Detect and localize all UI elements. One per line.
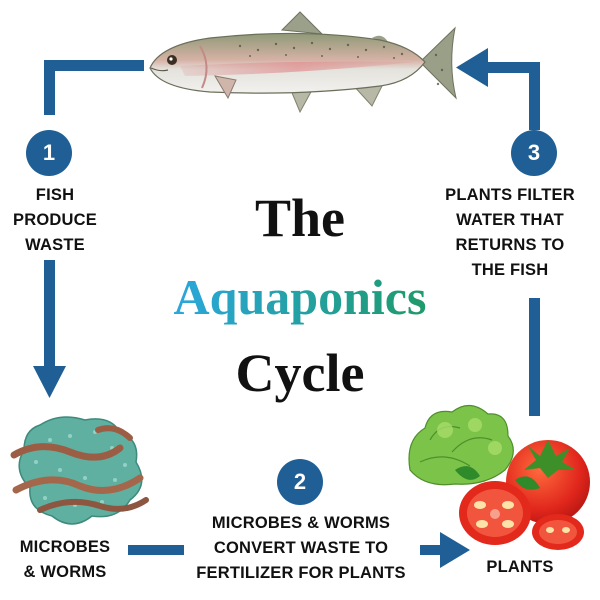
step-1-text-line: PRODUCE: [13, 211, 97, 229]
microbes-label-line: MICROBES: [19, 538, 111, 556]
step-2-text-line: FERTILIZER FOR PLANTS: [196, 564, 406, 582]
step-2-text-line: MICROBES & WORMS: [211, 514, 391, 532]
arrow-icon: [33, 60, 144, 398]
step-3-text: PLANTS FILTER WATER THAT RETURNS TO THE …: [430, 183, 590, 283]
step-2-text: MICROBES & WORMS CONVERT WASTE TO FERTIL…: [170, 511, 432, 586]
plants-label: PLANTS: [486, 558, 554, 576]
arrow-icon: [456, 48, 540, 416]
fish-icon: [149, 11, 457, 114]
arrow-icon: [128, 532, 470, 568]
step-3-text-line: WATER THAT: [456, 211, 564, 229]
step-3-badge: 3: [511, 130, 557, 176]
microbes-worms-label: MICROBES & WORMS: [0, 535, 130, 585]
step-2-text-line: CONVERT WASTE TO: [213, 539, 389, 557]
step-3-text-line: THE FISH: [471, 261, 549, 279]
step-3-text-line: RETURNS TO: [455, 236, 565, 254]
microbes-worms-icon: [10, 416, 149, 525]
title-line-1: The: [254, 188, 346, 248]
microbes-label-line: & WORMS: [23, 563, 107, 581]
plants-icon: [408, 404, 590, 550]
step-1-text: FISH PRODUCE WASTE: [0, 183, 110, 258]
step-2-badge: 2: [277, 459, 323, 505]
step-1-text-line: FISH: [35, 186, 75, 204]
step-1-text-line: WASTE: [25, 236, 85, 254]
title-line-2: Aquaponics: [173, 269, 427, 325]
title-line-3: Cycle: [235, 343, 365, 403]
step-3-text-line: PLANTS FILTER: [445, 186, 575, 204]
step-1-badge: 1: [26, 130, 72, 176]
